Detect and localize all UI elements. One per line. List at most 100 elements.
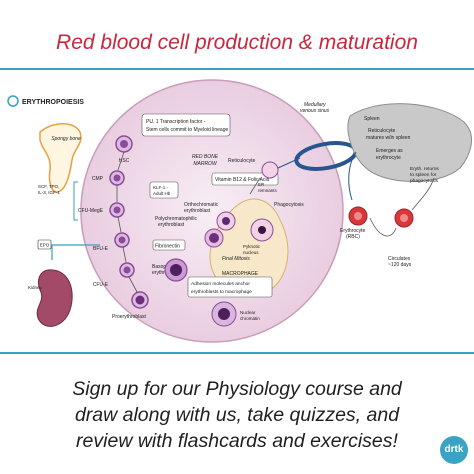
section-header: ERYTHROPOIESIS (7, 95, 84, 107)
pyknotic-nucleus (258, 226, 266, 234)
epo-group: EPO (37, 239, 100, 260)
adhesion-callout (187, 276, 273, 298)
erythrocyte-center (354, 212, 362, 220)
cmp-nucleus (113, 174, 121, 182)
info-icon (7, 95, 19, 107)
growth-factors: SCF, TPO, IL-3, IGF-1 (38, 181, 78, 221)
klf-label-1: KLF-1 - (153, 185, 169, 190)
reticulocyte-matures-label-1: Reticulocyte (368, 128, 395, 134)
proerythroblast-label: Proerythroblast (112, 314, 147, 320)
spleen: Spleen Reticulocyte matures w/in spleen … (347, 103, 473, 201)
nuclear-chromatin-label-2: chromatin (240, 316, 260, 321)
diagram-panel: ERYTHROPOIESIS RED BONE MARROW Spongy bo… (0, 68, 474, 354)
adhesion-box: Adhesion molecules anchor erythroblasts … (187, 276, 273, 298)
circulating-rbc-center (400, 214, 408, 222)
erythrocyte-label-1: Erythrocyte (340, 228, 366, 234)
cta-line-3: review with flashcards and exercises! (76, 430, 398, 452)
pyknotic-label-2: nucleus (243, 250, 259, 255)
kidney: Kidney (28, 269, 73, 327)
page-title: Red blood cell production & maturation (56, 31, 418, 54)
final-mitosis-label: Final Mitosis (222, 256, 250, 262)
growth-factor-bracket (73, 181, 78, 221)
orthochromatic-label-1: Orthochromatic (184, 202, 219, 208)
epo-arrow (51, 244, 100, 260)
spleen-organ (347, 103, 473, 182)
eryth-returns-label-3: phagocytosis (410, 178, 439, 184)
bfu-e-nucleus (118, 236, 126, 244)
erythrocyte-group: Erythrocyte (RBC) Circulates ~120 days (340, 177, 435, 268)
arrow-phago (249, 177, 261, 195)
call-to-action: Sign up for our Physiology course and dr… (6, 376, 468, 454)
pu1-callout (141, 113, 231, 137)
cfu-e-label: CFU-E (93, 282, 109, 288)
arrow-bfu-cfue (122, 246, 127, 263)
cfu-mege-nucleus (113, 206, 121, 214)
cmp-label: CMP (92, 176, 104, 182)
arrow-to-sinus (277, 157, 301, 169)
reticulocyte-label: Reticulocyte (228, 158, 255, 164)
vitamin-box: Vitamin B12 & Folic Acid (211, 172, 279, 186)
eryth-returns-label-2: to spleen for (410, 172, 437, 178)
macrophage: MACROPHAGE Final Mitosis Pyknotic nucleu… (164, 198, 289, 327)
spongy-bone-label: Spongy bone (51, 136, 81, 142)
cfu-e-nucleus (123, 266, 131, 274)
vitamin-callout (211, 172, 279, 186)
reticulocyte-matures-label-2: matures w/in spleen (366, 135, 411, 141)
arrow-cfu-bfu (117, 216, 122, 233)
macrophage-label: MACROPHAGE (222, 271, 259, 277)
spongy-bone: Spongy bone (39, 123, 82, 193)
phagocytosis-label: Phagocytosis (274, 202, 304, 208)
hsc-nucleus (120, 140, 128, 148)
fibronectin-label: Fibronectin (155, 244, 180, 250)
polychromatophilic-nucleus (209, 233, 219, 243)
arrow-cfue-pro (128, 276, 138, 293)
polychromatophilic-label-1: Polychromatophilic (155, 216, 197, 222)
fibronectin-callout (152, 239, 186, 251)
red-bone-marrow-label-2: MARROW (193, 161, 218, 167)
polychromatophilic-label-2: erythroblast (158, 222, 185, 228)
epo-box (37, 239, 52, 250)
emerges-label-1: Emerges as (376, 148, 403, 154)
arrow-sinus-spleen (348, 151, 357, 201)
erythropoiesis-diagram: ERYTHROPOIESIS RED BONE MARROW Spongy bo… (7, 79, 473, 343)
emerges-label-2: erythrocyte (376, 155, 401, 161)
er-remnants-label-1: ER (258, 182, 265, 187)
red-bone-marrow-label-1: RED BONE (192, 154, 219, 160)
reticulocyte-group: Reticulocyte ER remnants Phagocytosis (228, 158, 304, 208)
pu1-label-2: Stem cells commit to Myeloid lineage (146, 127, 228, 133)
pyknotic-label-1: Pyknotic (243, 244, 261, 249)
spleen-label: Spleen (364, 116, 380, 122)
adhesion-label-2: erythroblasts to macrophage (191, 289, 252, 295)
er-remnants-label-2: remnants (258, 188, 278, 193)
arrow-return-spleen (411, 177, 435, 211)
section-label: ERYTHROPOIESIS (22, 99, 84, 106)
bfu-e-label: BFU-E (93, 246, 109, 252)
medullary-label-1: Medullary (304, 102, 326, 108)
cta-line-2: draw along with us, take quizzes, and (74, 404, 400, 426)
epo-label: EPO (40, 243, 50, 248)
circulates-label-2: ~120 days (388, 262, 412, 268)
klf-label-2: Adult Hb (153, 191, 171, 196)
scf-label-2: IL-3, IGF-1 (38, 190, 60, 195)
nuclear-chromatin-label-1: Nuclear (240, 310, 256, 315)
scf-label-1: SCF, TPO, (38, 184, 59, 189)
basophilic-nucleus (170, 264, 182, 276)
arrow-circulate (369, 217, 397, 237)
hsc-label: HSC (119, 158, 130, 164)
klf-callout (149, 181, 179, 199)
orthochromatic-label-2: erythroblast (184, 208, 211, 214)
cfu-mege-label: CFU-MegE (78, 208, 104, 214)
orthochromatic-nucleus (222, 217, 230, 225)
kidney-icon (36, 269, 73, 327)
nuclear-chromatin-nucleus (218, 308, 230, 320)
circulates-label-1: Circulates (388, 256, 411, 262)
bone-icon (39, 123, 82, 193)
eryth-returns-label-1: Eryth. returns (410, 166, 439, 172)
klf-box: KLF-1 - Adult Hb (149, 181, 179, 199)
proerythroblast-nucleus (135, 295, 145, 305)
pu1-box: PU. 1 Transcription factor - Stem cells … (141, 113, 231, 137)
logo: drtk (440, 436, 468, 464)
arrow-hsc-cmp (117, 151, 125, 171)
basophilic-label-1: Basophilic (152, 264, 175, 270)
